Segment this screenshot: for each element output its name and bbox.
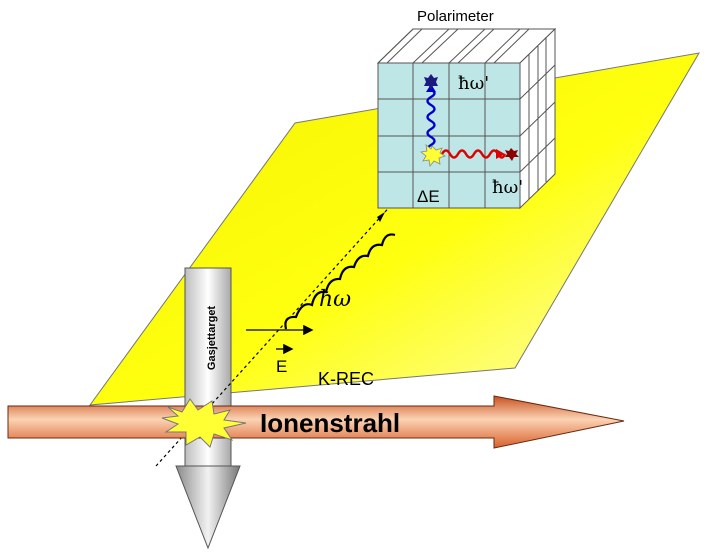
ion-beam-label: Ionenstrahl (260, 408, 400, 438)
hbar-omega-prime-bottom-label: ħω' (492, 177, 523, 198)
red-wave-arrowhead (496, 149, 505, 159)
delta-e-label: ΔE (417, 187, 440, 206)
k-rec-label: K-REC (318, 369, 374, 389)
polarimeter-label: Polarimeter (417, 8, 494, 25)
absorption-spot-right (505, 148, 519, 161)
absorption-spot-top (424, 74, 438, 90)
ion-beam-arrow (7, 395, 625, 449)
gas-jet-target-label: Gasjettarget (206, 306, 218, 371)
incident-photon-wave (284, 233, 396, 330)
polarimeter-detector (376, 27, 557, 210)
hbar-omega-prime-top-label: ħω' (458, 73, 489, 94)
incident-photon-arrowhead (377, 212, 385, 222)
hbar-omega-label: ħω (319, 287, 351, 312)
e-field-label: E (276, 357, 287, 376)
gas-jet-arrowhead (175, 465, 241, 550)
compton-photon-wave-vertical (426, 88, 436, 155)
compton-scatter-burst (420, 144, 446, 167)
collision-burst (161, 398, 247, 448)
compton-photon-wave-horizontal (440, 149, 507, 159)
photon-axis (155, 59, 523, 467)
